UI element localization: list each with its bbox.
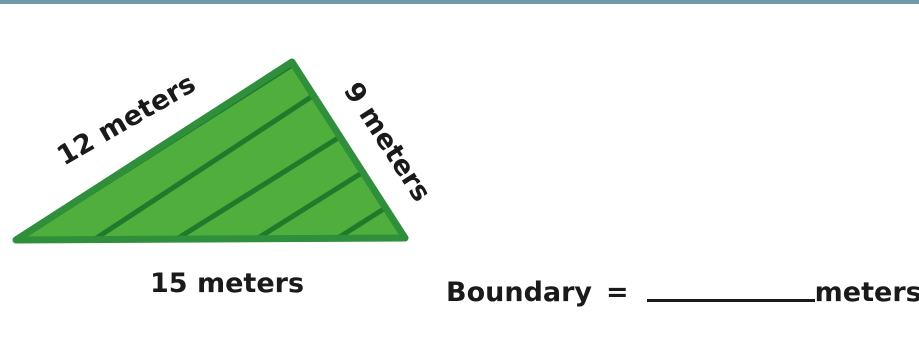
boundary-question: Boundary = meters <box>446 268 919 308</box>
equals-sign: = <box>606 277 629 308</box>
triangle-shape <box>16 62 405 240</box>
boundary-label: Boundary <box>446 277 593 308</box>
unit-label: meters <box>814 277 919 308</box>
triangle-outline <box>12 58 409 244</box>
answer-blank[interactable] <box>646 295 815 302</box>
base-label: 15 meters <box>150 268 304 299</box>
